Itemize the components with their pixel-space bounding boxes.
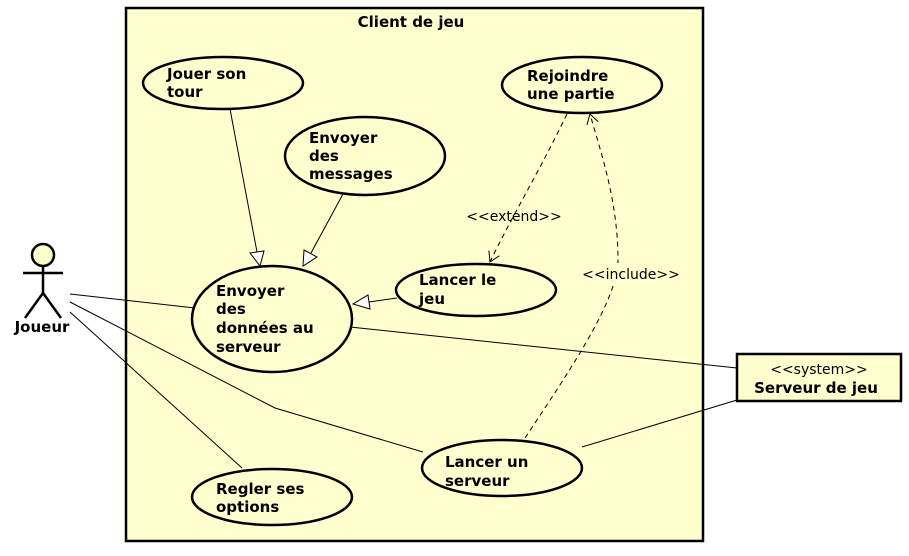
svg-text:tour: tour xyxy=(167,83,203,101)
svg-text:Regler ses: Regler ses xyxy=(216,480,304,498)
include-label: <<include>> xyxy=(582,267,680,283)
association-joueur-regler-options xyxy=(69,311,243,469)
actor-name: Joueur xyxy=(14,318,70,336)
association-envoyer-donnees-serveur xyxy=(349,326,738,369)
association-joueur-envoyer-donnees xyxy=(69,293,196,309)
generalization-envoyer-messages xyxy=(302,193,344,267)
association-joueur-lancer-serveur xyxy=(69,301,424,453)
external-system-serveur-de-jeu: <<system>> Serveur de jeu xyxy=(735,352,903,403)
generalization-lancer-jeu xyxy=(351,294,398,310)
extend-label: <<extend>> xyxy=(466,209,561,225)
svg-text:Rejoindre: Rejoindre xyxy=(527,67,608,85)
svg-text:serveur: serveur xyxy=(216,338,281,356)
svg-text:Envoyer: Envoyer xyxy=(309,129,378,147)
use-case-envoyer-des-donnees-au-serveur: Envoyer des données au serveur xyxy=(190,264,354,374)
svg-text:Envoyer: Envoyer xyxy=(216,282,285,300)
svg-text:Jouer son: Jouer son xyxy=(166,65,246,83)
svg-text:Lancer un: Lancer un xyxy=(445,453,528,471)
use-case-lancer-un-serveur: Lancer un serveur xyxy=(420,438,584,498)
svg-text:options: options xyxy=(216,498,279,516)
use-case-regler-ses-options: Regler ses options xyxy=(190,467,354,527)
svg-text:messages: messages xyxy=(309,165,393,183)
include-arrow xyxy=(524,114,619,439)
use-case-jouer-son-tour: Jouer son tour xyxy=(141,55,305,111)
svg-text:jeu: jeu xyxy=(418,290,445,308)
svg-text:des: des xyxy=(216,300,246,318)
generalization-jouer-tour xyxy=(229,108,265,268)
association-lancer-serveur-serveur xyxy=(581,399,738,448)
include-label-background xyxy=(578,263,684,283)
stick-figure-icon xyxy=(23,242,63,319)
system-stereotype: <<system>> xyxy=(770,362,868,378)
svg-text:une partie: une partie xyxy=(527,85,615,103)
use-case-lancer-le-jeu: Lancer le jeu xyxy=(394,262,558,318)
use-case-rejoindre-une-partie: Rejoindre une partie xyxy=(500,55,664,115)
extend-arrow xyxy=(490,113,568,262)
svg-text:données au: données au xyxy=(216,319,314,337)
system-boundary-title: Client de jeu xyxy=(358,13,465,31)
svg-text:des: des xyxy=(309,147,339,165)
system-name: Serveur de jeu xyxy=(754,379,878,397)
actor-joueur: Joueur xyxy=(14,242,70,336)
svg-text:serveur: serveur xyxy=(445,472,510,490)
use-case-envoyer-des-messages: Envoyer des messages xyxy=(283,115,447,197)
svg-text:Lancer le: Lancer le xyxy=(419,271,496,289)
